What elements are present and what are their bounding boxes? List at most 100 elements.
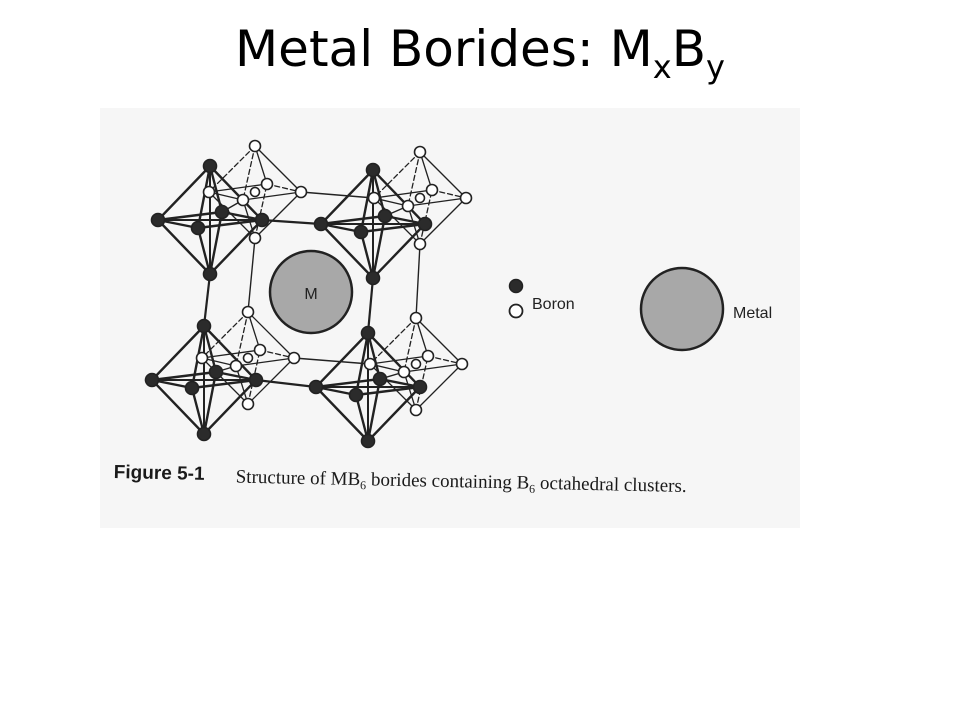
boron-atom-front <box>254 212 270 228</box>
boron-atom-back <box>229 359 243 373</box>
front-octahedron-edge <box>202 378 258 436</box>
boron-atom-front <box>372 371 388 387</box>
front-octahedron-edge <box>202 324 258 382</box>
back-octahedron-edge <box>235 357 295 367</box>
boron-atom-back <box>409 403 423 417</box>
front-octahedron-edge <box>371 168 427 226</box>
front-octahedron-edge <box>359 222 427 234</box>
front-octahedron-edge <box>202 324 218 374</box>
title-subscript-y: y <box>706 48 725 86</box>
front-top-bond <box>260 218 323 226</box>
boron-atom-front <box>150 212 166 228</box>
legend-boron-open-icon <box>508 303 524 319</box>
boron-atom-back <box>410 358 422 370</box>
back-octahedron-edge <box>407 197 467 207</box>
slide-title: Metal Borides: MxBy <box>0 14 960 84</box>
legend-metal-label: Metal <box>733 305 772 322</box>
boron-atom-front <box>144 372 160 388</box>
back-octahedron-edge <box>419 151 433 191</box>
back-octahedron-edge <box>247 311 261 351</box>
boron-atom-front <box>202 158 218 174</box>
front-octahedron-edge <box>156 164 212 222</box>
boron-atom-front <box>365 270 381 286</box>
back-bottom-bond <box>293 357 371 365</box>
front-octahedron-edge <box>314 385 370 443</box>
boron-atom-front <box>308 379 324 395</box>
back-octahedron-edge <box>208 145 256 193</box>
front-octahedron-edge <box>150 324 206 382</box>
boron-atom-front <box>348 387 364 403</box>
back-octahedron-edge <box>369 355 429 365</box>
front-octahedron-edge <box>354 331 370 397</box>
front-right-bond <box>366 276 375 335</box>
boron-atom-front <box>412 379 428 395</box>
front-octahedron-edge <box>208 210 224 276</box>
title-subscript-x: x <box>652 48 672 86</box>
front-octahedron-edge <box>319 222 375 280</box>
back-octahedron-edge <box>403 317 417 373</box>
legend-boron-filled-icon <box>508 278 524 294</box>
boron-atom-back <box>248 231 262 245</box>
back-octahedron-edge <box>247 311 295 359</box>
front-octahedron-edge <box>196 226 212 276</box>
legend-metal-icon <box>639 266 725 352</box>
back-octahedron-edge <box>235 365 249 405</box>
front-octahedron-edge <box>190 386 206 436</box>
boron-atom-back <box>202 185 216 199</box>
boron-atom-back <box>413 237 427 251</box>
boron-atom-back <box>401 199 415 213</box>
back-octahedron-edge <box>419 151 467 199</box>
boron-atom-front <box>202 266 218 282</box>
boron-atom-front <box>353 224 369 240</box>
boron-atom-back <box>363 357 377 371</box>
boron-atom-back <box>241 397 255 411</box>
front-octahedron-edge <box>196 164 212 230</box>
center-metal-label: M <box>304 286 317 303</box>
back-octahedron-edge <box>242 145 256 201</box>
front-octahedron-edge <box>319 214 387 226</box>
front-bottom-bond <box>254 378 318 389</box>
boron-atom-back <box>195 351 209 365</box>
front-left-bond <box>202 272 212 328</box>
front-octahedron-edge <box>156 210 224 222</box>
front-octahedron-edge <box>196 218 264 230</box>
boron-atom-back <box>409 311 423 325</box>
boron-atom-back <box>455 357 469 371</box>
front-atoms <box>144 158 433 449</box>
legend-boron-label: Boron <box>532 296 575 313</box>
back-octahedron-edge <box>419 197 467 245</box>
front-octahedron-edge <box>156 218 212 276</box>
title-main: Metal Borides: M <box>235 20 653 78</box>
front-octahedron-edge <box>354 385 422 397</box>
boron-atom-back <box>260 177 274 191</box>
boron-atom-back <box>459 191 473 205</box>
back-octahedron-edge <box>254 191 302 239</box>
cube-edges <box>202 191 421 389</box>
back-octahedron-edge <box>407 151 421 207</box>
boron-atom-back <box>287 351 301 365</box>
back-octahedron-edge <box>403 371 417 411</box>
back-octahedron-edge <box>403 363 463 373</box>
boron-atom-front <box>360 433 376 449</box>
front-octahedron-edge <box>354 393 370 443</box>
front-octahedron-edge <box>314 331 370 389</box>
boron-atom-back <box>248 139 262 153</box>
title-b: B <box>671 20 706 78</box>
boron-atom-back <box>367 191 381 205</box>
back-octahedron-edge <box>373 189 433 199</box>
front-octahedron-edge <box>202 370 218 436</box>
back-octahedron-edge <box>369 317 417 365</box>
back-octahedron-edge <box>235 311 249 367</box>
front-octahedron-edge <box>150 370 218 382</box>
front-octahedron-edge <box>366 377 382 443</box>
front-octahedron-edge <box>314 377 382 389</box>
back-octahedron-edge <box>254 145 302 193</box>
back-octahedron-edge <box>373 151 421 199</box>
front-octahedron-edge <box>371 214 387 280</box>
back-octahedron-edge <box>415 317 463 365</box>
legend: Boron Metal <box>508 266 772 352</box>
boron-atom-front <box>365 162 381 178</box>
boron-atom-back <box>241 305 255 319</box>
boron-atom-front <box>184 380 200 396</box>
